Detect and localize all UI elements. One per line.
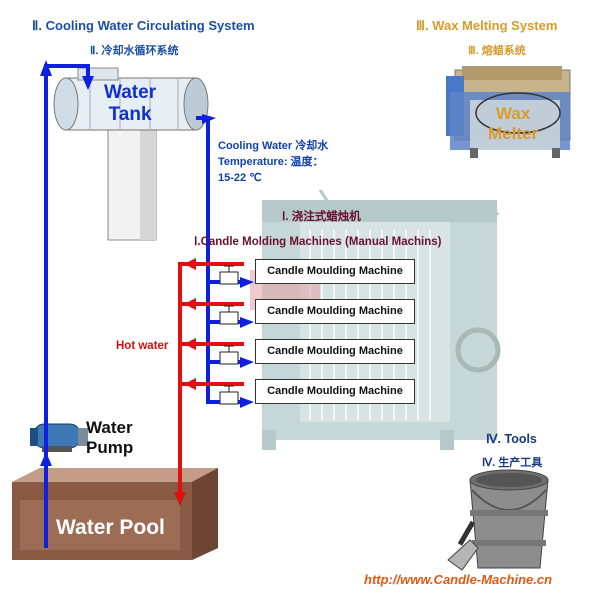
bucket-image [447,469,549,571]
water-tank-label-line2: Tank [108,104,152,125]
hot-water-pipes [178,262,244,496]
section2-subtitle: Ⅱ. 冷却水循环系统 [90,45,179,57]
machine-box-1: Candle Moulding Machine [255,259,415,284]
water-pool-label: Water Pool [56,516,165,539]
water-tank-label-line1: Water [104,82,157,103]
section1-title-en: Ⅰ.Candle Molding Machines (Manual Machin… [194,236,442,248]
water-pool-image [12,468,218,560]
wax-melter-label: Wax Melter [488,104,538,144]
cooling-water-note: Cooling Water 冷却水 Temperature: 温度： 15-22… [218,138,328,186]
valves [219,265,239,405]
machine-box-3: Candle Moulding Machine [255,339,415,364]
section1-title-cn: Ⅰ. 浇注式蜡烛机 [282,211,361,223]
hot-water-label: Hot water [116,340,169,352]
hot-water-arrows [174,258,196,506]
section4-title: Ⅳ. Tools [486,432,537,446]
section3-title: Ⅲ. Wax Melting System [416,18,558,33]
cold-water-arrows [40,60,254,466]
section3-subtitle: Ⅲ. 熔蜡系统 [468,45,526,57]
wax-melter-label-line2: Melter [488,124,539,143]
cooling-water-line3: 15-22 ℃ [218,172,262,184]
water-tank-label: Water Tank [104,82,156,126]
water-pump-label-line2: Pump [86,438,134,457]
water-pump-image [30,423,88,452]
water-pump-label-line1: Water [86,418,133,437]
machine-box-4: Candle Moulding Machine [255,379,415,404]
cooling-water-line1: Cooling Water 冷却水 [218,140,329,152]
cooling-water-line2: Temperature: 温度： [218,156,324,168]
wax-melter-label-line1: Wax [495,104,531,123]
website-link[interactable]: http://www.Candle-Machine.cn [364,572,553,587]
machine-box-2: Candle Moulding Machine [255,299,415,324]
section4-subtitle: Ⅳ. 生产工具 [482,457,543,469]
wax-melter-image [446,66,571,158]
water-pump-label: Water Pump [86,418,133,458]
section2-title: Ⅱ. Cooling Water Circulating System [32,18,255,33]
